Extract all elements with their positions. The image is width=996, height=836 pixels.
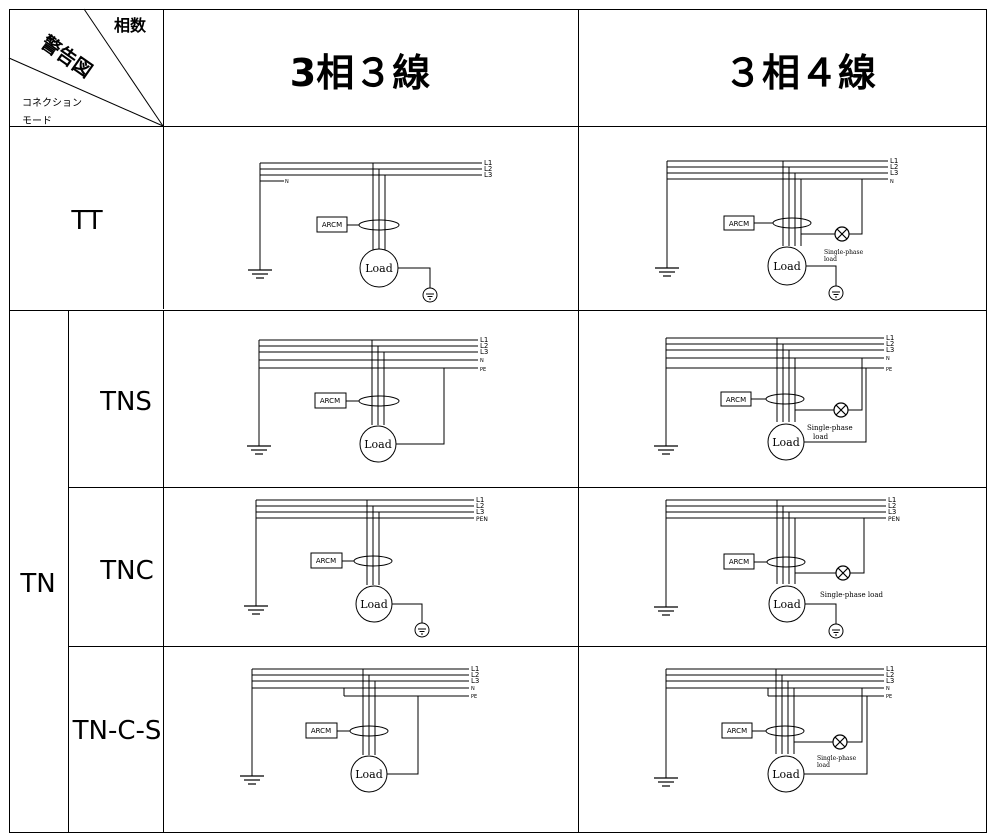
l2-label: L2 xyxy=(890,163,898,171)
l3-label: L3 xyxy=(890,169,898,177)
load-label: Load xyxy=(364,438,392,451)
n-label: N xyxy=(886,356,890,362)
row-label-tns: TNS xyxy=(99,387,152,417)
l1-label: L1 xyxy=(886,665,894,673)
load-label: Load xyxy=(360,598,388,611)
l2-label: L2 xyxy=(484,165,492,173)
single-phase-load-label: Single-phase load xyxy=(820,591,884,599)
arcm-label: ARCM xyxy=(316,557,336,565)
load-label: Load xyxy=(772,436,800,449)
pe-label: PE xyxy=(471,694,477,700)
l1-label: L1 xyxy=(888,496,896,504)
labels-tns-3p4w: L1 L2 L3 N PE ARCM Load Single-phase loa… xyxy=(726,334,894,449)
n-label: N xyxy=(886,686,890,692)
labels-tncs-3p4w: L1 L2 L3 N PE ARCM Load Single-phase loa… xyxy=(727,665,894,781)
arcm-label: ARCM xyxy=(320,397,340,405)
arcm-label: ARCM xyxy=(726,396,746,404)
single-phase-label: Single-phase xyxy=(807,424,853,432)
l2-label: L2 xyxy=(480,342,488,350)
n-label: N xyxy=(890,179,894,185)
row-label-tncs: TN-C-S xyxy=(72,716,162,746)
l1-label: L1 xyxy=(484,159,492,167)
labels-tncs-3p3w: L1 L2 L3 N PE ARCM Load xyxy=(311,665,479,781)
pe-label: PE xyxy=(886,694,892,700)
load-small-label: load xyxy=(817,762,830,769)
l3-label: L3 xyxy=(886,677,894,685)
labels-tt-3p3w: L1 L2 L3 N ARCM Load xyxy=(285,159,492,275)
diagram-tncs-3p3w xyxy=(239,668,469,793)
load-label: Load xyxy=(355,768,383,781)
row-label-tnc: TNC xyxy=(99,556,154,586)
load-label: Load xyxy=(773,598,801,611)
labels-tnc-3p4w: L1 L2 L3 PEN ARCM Load Single-phase load xyxy=(729,496,900,611)
row-label-tn: TN xyxy=(19,569,55,599)
diagram-tt-3p4w xyxy=(654,160,888,301)
n-label: N xyxy=(471,686,475,692)
arcm-label: ARCM xyxy=(729,558,749,566)
diagram-tt-3p3w xyxy=(247,162,482,303)
l1-label: L1 xyxy=(890,157,898,165)
l3-label: L3 xyxy=(888,508,896,516)
load-small-label: load xyxy=(813,433,829,441)
l3-label: L3 xyxy=(476,508,484,516)
phase-count-label: 相数 xyxy=(114,16,147,35)
arcm-label: ARCM xyxy=(729,220,749,228)
arcm-label: ARCM xyxy=(311,727,331,735)
l3-label: L3 xyxy=(480,348,488,356)
diagram-tnc-3p3w xyxy=(243,499,474,638)
pen-label: PEN xyxy=(476,516,488,523)
l2-label: L2 xyxy=(886,340,894,348)
labels-tns-3p3w: L1 L2 L3 N PE ARCM Load xyxy=(320,336,488,451)
diagram-tns-3p3w xyxy=(246,339,478,463)
load-small-label: load xyxy=(824,256,837,263)
arcm-box-label: ARCM xyxy=(322,221,342,229)
l3-label: L3 xyxy=(484,171,492,179)
load-label: Load xyxy=(365,262,393,275)
column-title-3p4w: ３相４線 xyxy=(724,51,876,95)
connection-mode-label-2: モード xyxy=(22,116,52,127)
load-label: Load xyxy=(773,260,801,273)
pen-label: PEN xyxy=(888,516,900,523)
l1-label: L1 xyxy=(476,496,484,504)
l2-label: L2 xyxy=(471,671,479,679)
l3-label: L3 xyxy=(471,677,479,685)
diagram-tncs-3p4w xyxy=(653,668,884,793)
single-phase-label: Single-phase xyxy=(824,249,864,256)
labels-tnc-3p3w: L1 L2 L3 PEN ARCM Load xyxy=(316,496,488,611)
l1-label: L1 xyxy=(480,336,488,344)
pe-label: PE xyxy=(480,367,486,373)
l1-label: L1 xyxy=(471,665,479,673)
connection-mode-label-1: コネクション xyxy=(22,97,82,109)
n-label: N xyxy=(480,358,484,364)
l1-label: L1 xyxy=(886,334,894,342)
n-label: N xyxy=(285,179,289,185)
l2-label: L2 xyxy=(476,502,484,510)
column-title-3p3w: 3相３線 xyxy=(290,51,430,95)
arcm-label: ARCM xyxy=(727,727,747,735)
diagram-tnc-3p4w xyxy=(653,499,886,639)
row-label-tt: TT xyxy=(70,206,102,236)
l2-label: L2 xyxy=(888,502,896,510)
labels-tt-3p4w: L1 L2 L3 N ARCM Load Single-phase load xyxy=(729,157,898,273)
table-grid xyxy=(8,8,987,833)
l2-label: L2 xyxy=(886,671,894,679)
single-phase-label: Single-phase xyxy=(817,755,857,762)
pe-label: PE xyxy=(886,367,892,373)
load-label: Load xyxy=(772,768,800,781)
diagram-tns-3p4w xyxy=(653,337,884,461)
l3-label: L3 xyxy=(886,346,894,354)
